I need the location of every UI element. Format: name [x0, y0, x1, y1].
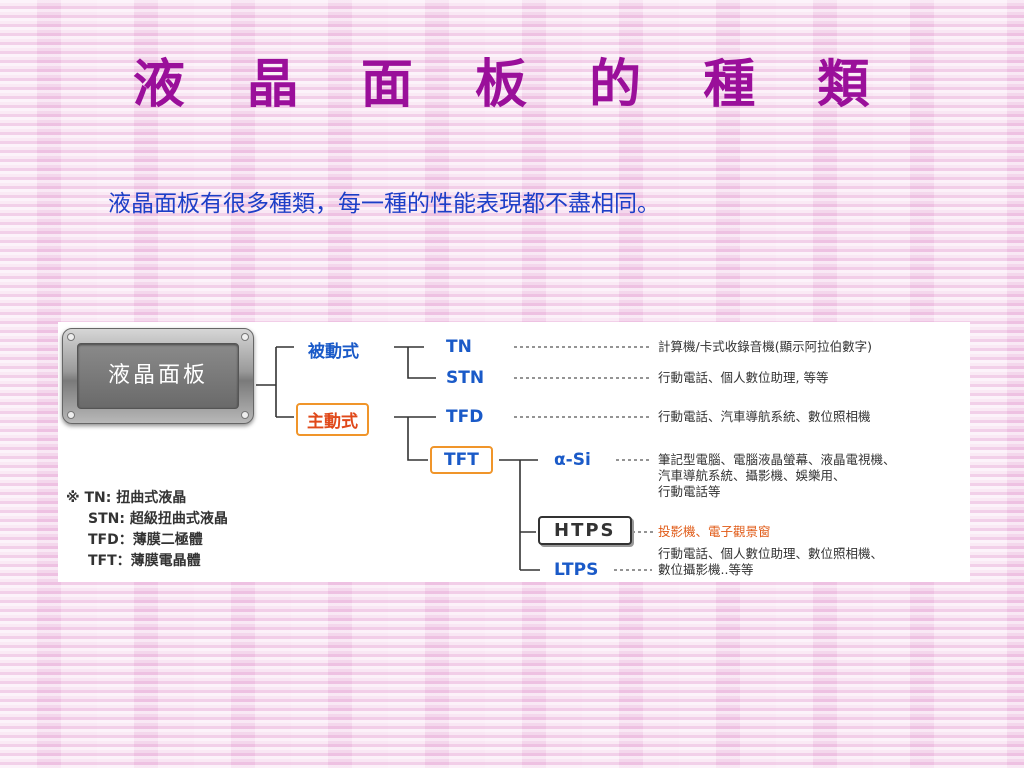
desc-asi-line: 行動電話等: [658, 484, 721, 499]
desc-ltps-line: 數位攝影機..等等: [658, 562, 754, 577]
type-htps: HTPS: [538, 516, 632, 545]
type-tn: TN: [446, 337, 472, 357]
desc-htps: 投影機、電子觀景窗: [658, 524, 771, 539]
rivet-icon: [67, 411, 75, 419]
rivet-icon: [241, 411, 249, 419]
tft-connector: [499, 459, 540, 571]
type-ltps: LTPS: [554, 560, 599, 580]
slide-title: 液 晶 面 板 的 種 類: [132, 54, 892, 115]
desc-stn: 行動電話、個人數位助理, 等等: [658, 370, 829, 385]
type-stn: STN: [446, 368, 485, 388]
active-connector: [394, 416, 436, 461]
note-stn: STN: 超級扭曲式液晶: [88, 511, 228, 527]
desc-ltps-line: 行動電話、個人數位助理、數位照相機、: [658, 546, 884, 561]
note-tn: ※ TN: 扭曲式液晶: [66, 490, 187, 506]
desc-tfd: 行動電話、汽車導航系統、數位照相機: [658, 409, 871, 424]
root-label: 液晶面板: [77, 343, 239, 409]
rivet-icon: [67, 333, 75, 341]
desc-tn: 計算機/卡式收錄音機(顯示阿拉伯數字): [658, 339, 872, 354]
root-connector: [256, 346, 294, 418]
slide-subtitle: 液晶面板有很多種類，每一種的性能表現都不盡相同。: [108, 191, 660, 217]
desc-asi-line: 筆記型電腦、電腦液晶螢幕、液晶電視機、: [658, 452, 896, 467]
desc-asi: 筆記型電腦、電腦液晶螢幕、液晶電視機、 汽車導航系統、攝影機、娛樂用、 行動電話…: [658, 452, 896, 500]
note-tfd: TFD：薄膜二極體: [88, 532, 203, 548]
rivet-icon: [241, 333, 249, 341]
abbreviation-notes: ※ TN: 扭曲式液晶 STN: 超級扭曲式液晶 TFD：薄膜二極體 TFT：薄…: [66, 488, 228, 572]
passive-connector: [394, 346, 436, 379]
lcd-panel-root: 液晶面板: [62, 328, 254, 424]
desc-asi-line: 汽車導航系統、攝影機、娛樂用、: [658, 468, 846, 483]
connector-lines: [256, 346, 654, 571]
lcd-types-diagram: 液晶面板 被動式 主動式 TN STN TFD TFT α-Si HTPS LT…: [58, 322, 970, 582]
note-tft: TFT：薄膜電晶體: [88, 553, 201, 569]
type-tfd: TFD: [446, 407, 484, 427]
active-label: 主動式: [296, 403, 369, 436]
type-tft: TFT: [430, 446, 493, 474]
passive-label: 被動式: [308, 342, 359, 362]
desc-ltps: 行動電話、個人數位助理、數位照相機、 數位攝影機..等等: [658, 546, 883, 578]
type-asi: α-Si: [554, 450, 591, 470]
